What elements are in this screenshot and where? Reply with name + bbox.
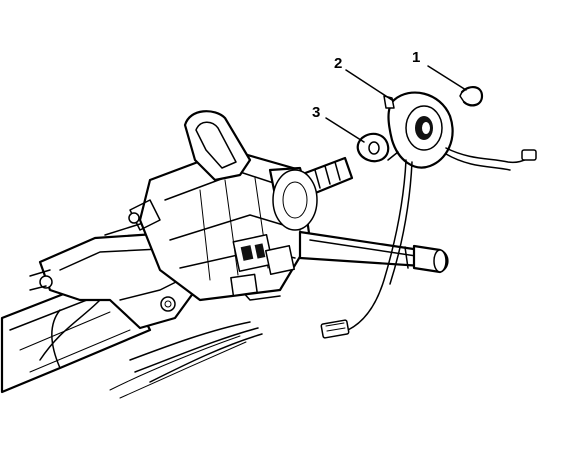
turn-signal-lever bbox=[298, 230, 449, 274]
switch-assembly bbox=[230, 234, 295, 301]
callout-3: 3 bbox=[312, 104, 320, 121]
coil-wiring bbox=[320, 147, 537, 339]
callout-1: 1 bbox=[412, 49, 420, 66]
leader-line-3 bbox=[325, 117, 365, 143]
callout-2: 2 bbox=[334, 55, 342, 72]
lower-wire-harness bbox=[109, 321, 263, 399]
steering-shaft bbox=[268, 156, 354, 231]
tilt-lever-loop bbox=[183, 110, 252, 182]
wave-washer bbox=[356, 132, 390, 163]
inflatable-restraint-coil bbox=[383, 91, 454, 169]
retaining-ring bbox=[459, 86, 484, 107]
leader-line-2 bbox=[345, 69, 393, 101]
leader-lines bbox=[325, 65, 467, 143]
leader-line-1 bbox=[427, 65, 467, 91]
